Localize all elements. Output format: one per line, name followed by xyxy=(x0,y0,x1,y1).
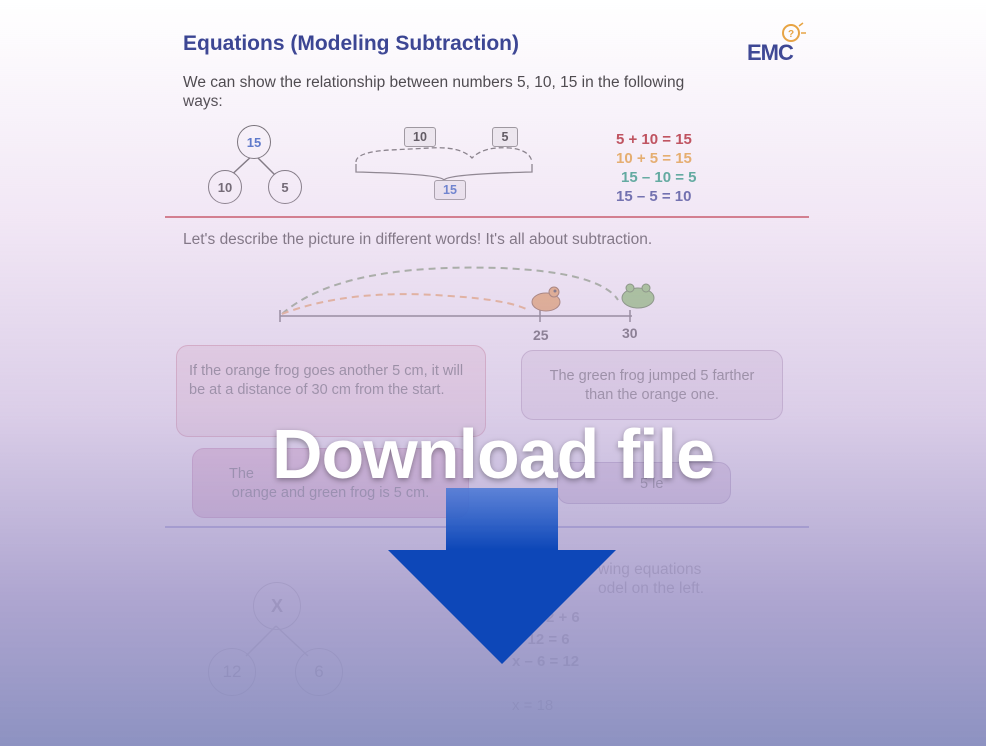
equation-3: 15 – 10 = 5 xyxy=(621,169,697,186)
logo-letters: EMC xyxy=(747,40,794,65)
svg-text:?: ? xyxy=(788,29,794,40)
section-prompt: Let's describe the picture in different … xyxy=(183,231,653,248)
bond-x-left: 12 xyxy=(208,648,256,696)
section-divider-1 xyxy=(165,216,809,218)
bond-right-circle: 5 xyxy=(268,170,302,204)
bond-top-circle: 15 xyxy=(237,125,271,159)
section3-answer: x = 18 xyxy=(512,697,554,714)
bar-model-braces xyxy=(355,147,533,182)
bond-x-right: 6 xyxy=(295,648,343,696)
number-line-label-25: 25 xyxy=(533,327,549,343)
download-label[interactable]: Download file xyxy=(272,415,715,493)
equation-2: 10 + 5 = 15 xyxy=(616,150,692,167)
emc-logo: ? EMC xyxy=(744,22,808,68)
frog-number-line xyxy=(279,266,655,322)
orange-frog-icon xyxy=(531,286,561,312)
worksheet-title: Equations (Modeling Subtraction) xyxy=(183,32,519,55)
download-arrow-icon[interactable] xyxy=(386,488,618,666)
intro-text: We can show the relationship between num… xyxy=(183,74,685,110)
bond-left-circle: 10 xyxy=(208,170,242,204)
number-line-label-30: 30 xyxy=(622,325,638,341)
bond-x-top: X xyxy=(253,582,301,630)
green-frog-icon xyxy=(621,283,655,309)
equation-1: 5 + 10 = 15 xyxy=(616,131,692,148)
statement-card-2[interactable]: The green frog jumped 5 farther than the… xyxy=(521,350,783,420)
bar-whole: 15 xyxy=(434,180,466,200)
equation-4: 15 – 5 = 10 xyxy=(616,188,692,205)
